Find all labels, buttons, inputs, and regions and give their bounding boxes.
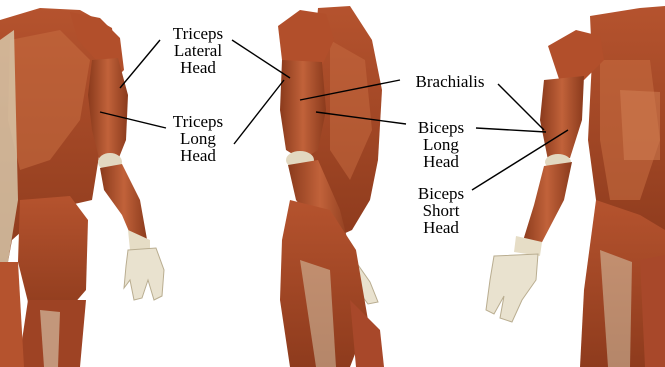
label-line: Biceps [406,185,476,202]
right-figure-anterior [486,6,665,367]
label-biceps-short-head: Biceps Short Head [406,185,476,236]
label-line: Triceps [162,25,234,42]
leader-biceps-long-right [476,128,546,132]
label-triceps-long-head: Triceps Long Head [162,113,234,164]
leader-triceps-lateral-left [120,40,160,88]
right-hand [486,254,538,322]
left-hand [124,248,164,300]
middle-figure-lateral [278,6,384,367]
label-line: Long [162,130,234,147]
label-line: Lateral [162,42,234,59]
label-biceps-long-head: Biceps Long Head [406,119,476,170]
right-upper-arm [540,76,584,160]
label-line: Head [406,153,476,170]
left-forearm [100,164,148,248]
label-line: Short [406,202,476,219]
left-figure-posterior [0,8,164,367]
leader-brachialis-right [498,84,544,130]
label-brachialis: Brachialis [400,73,500,90]
leader-triceps-long-middle [234,80,284,144]
right-forearm [522,162,572,246]
label-line: Biceps [406,119,476,136]
label-line: Triceps [162,113,234,130]
label-line: Head [162,59,234,76]
label-line: Head [406,219,476,236]
label-triceps-lateral-head: Triceps Lateral Head [162,25,234,76]
label-line: Long [406,136,476,153]
label-line: Brachialis [400,73,500,90]
label-line: Head [162,147,234,164]
